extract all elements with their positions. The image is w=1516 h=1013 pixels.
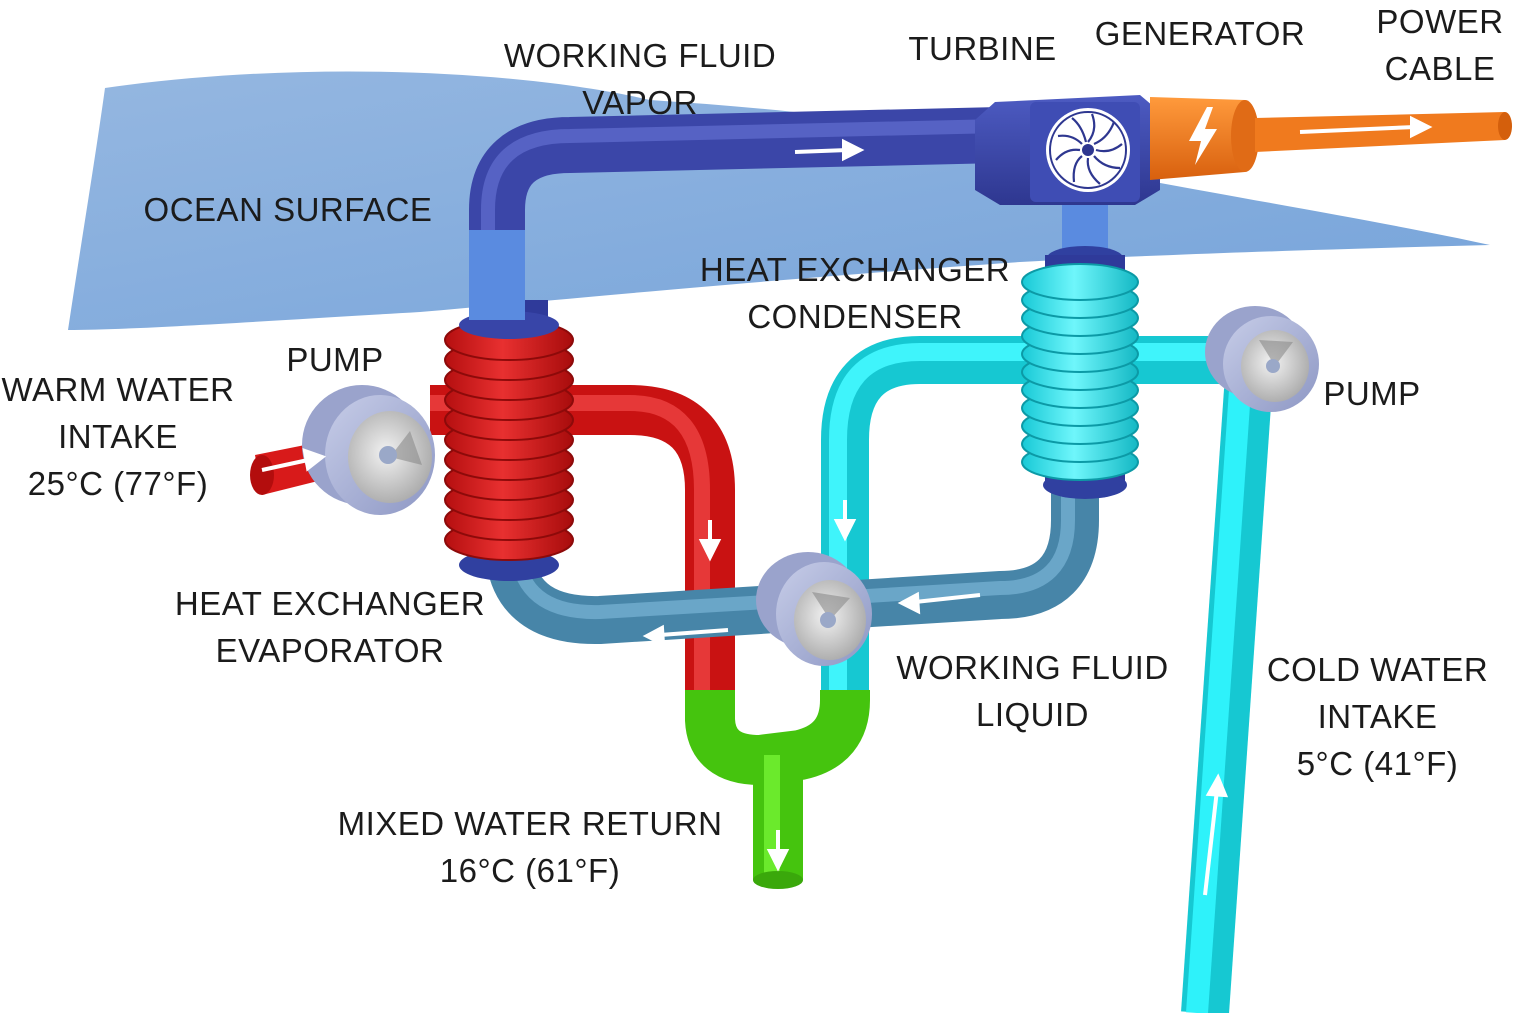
label-heat-exchanger-evaporator: HEAT EXCHANGER EVAPORATOR: [174, 585, 486, 669]
flow-arrow-icon: [261, 115, 1433, 896]
pump-working-fluid-icon: [756, 552, 872, 666]
condenser-heat-exchanger: [1021, 255, 1139, 499]
label-heat-exchanger-condenser: HEAT EXCHANGER CONDENSER: [699, 251, 1011, 335]
label-pump-right: PUMP: [1323, 375, 1421, 412]
label-turbine: TURBINE: [908, 30, 1057, 67]
label-power-cable: POWER CABLE: [1376, 3, 1504, 87]
cold-water-pipe-loop: [821, 336, 1245, 690]
label-working-fluid-liquid: WORKING FLUID LIQUID: [896, 649, 1169, 733]
label-ocean-surface: OCEAN SURFACE: [143, 191, 433, 228]
label-cold-water-intake: COLD WATER INTAKE 5°C (41°F): [1266, 651, 1489, 782]
power-cable: [1255, 112, 1512, 152]
label-pump-left: PUMP: [286, 341, 384, 378]
ocean-surface-plane: [68, 71, 1490, 330]
label-generator: GENERATOR: [1094, 15, 1306, 52]
working-fluid-vapor-pipe: [469, 107, 1001, 320]
pump-warm-water-icon: [302, 385, 435, 515]
label-mixed-water-return: MIXED WATER RETURN 16°C (61°F): [337, 805, 723, 889]
evaporator-heat-exchanger: [444, 300, 574, 581]
warm-water-pipe-loop: [430, 385, 735, 690]
cold-water-intake-pipe: [1181, 388, 1272, 1013]
label-warm-water-intake: WARM WATER INTAKE 25°C (77°F): [1, 371, 235, 502]
working-fluid-liquid-pipe: [486, 470, 1099, 645]
label-working-fluid-vapor: WORKING FLUID VAPOR: [503, 37, 777, 121]
turbine-fan-icon: [1046, 108, 1130, 192]
lightning-bolt-icon: [1189, 107, 1217, 165]
pump-cold-water-icon: [1205, 306, 1319, 412]
